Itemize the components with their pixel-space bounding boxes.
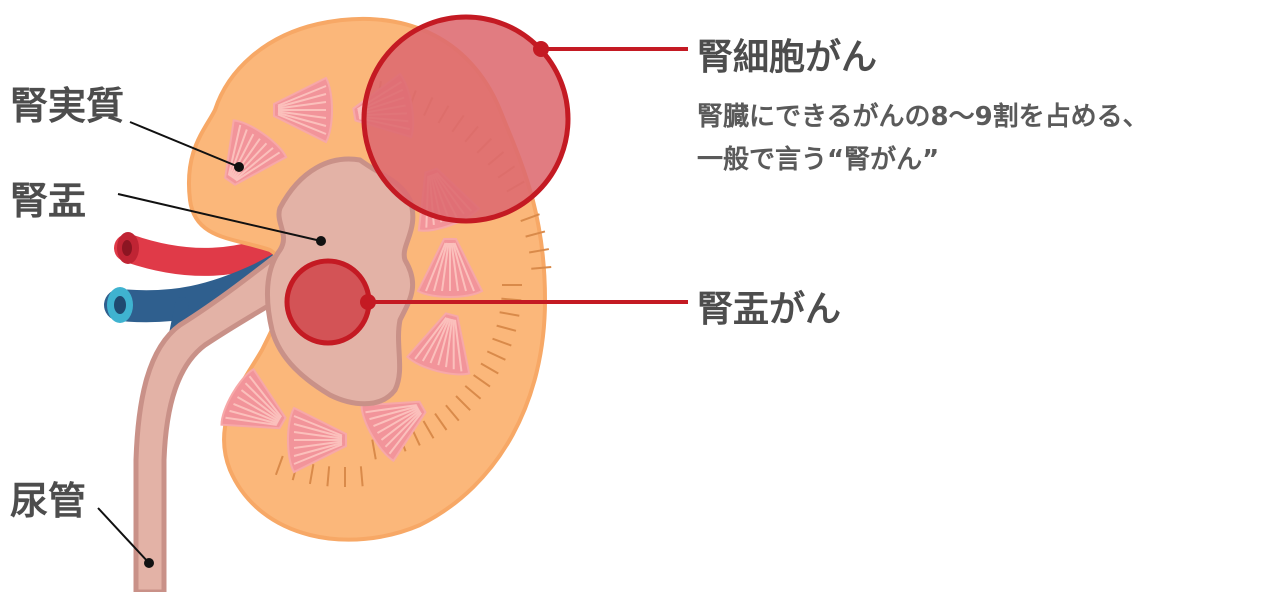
medullary-pyramid	[405, 312, 471, 376]
cortex-line	[492, 337, 512, 347]
pelvis-leader	[117, 193, 322, 242]
label-pelvis: 腎盂	[10, 179, 87, 223]
label-parenchyma: 腎実質	[10, 84, 125, 128]
cortex-line	[525, 230, 546, 238]
pelvis-leader-dot	[316, 236, 326, 246]
medullary-pyramid	[360, 400, 427, 463]
cortex-line	[480, 362, 499, 375]
label-ureter: 尿管	[10, 479, 87, 523]
renal-cell-description-line2: 一般で言う“腎がん”	[697, 145, 940, 175]
cortex-line	[455, 395, 471, 411]
label-renal-pelvis-cancer: 腎盂がん	[697, 289, 842, 330]
renal-cell-carcinoma-tumor	[361, 14, 571, 224]
cortex-line	[445, 404, 460, 422]
renal-cell-leader-dot	[533, 41, 549, 57]
cortex-line	[528, 248, 550, 254]
label-renal-cell-carcinoma: 腎細胞がん	[697, 37, 878, 78]
cortex-line	[308, 464, 315, 485]
ureter-leader	[97, 507, 150, 564]
cortex-line	[499, 311, 520, 317]
medullary-pyramid	[287, 406, 347, 474]
cortex-line	[359, 466, 364, 487]
cortex-line	[486, 350, 506, 361]
cortex-line	[520, 213, 540, 222]
medullary-pyramid	[416, 238, 484, 298]
cortex-line	[531, 265, 552, 270]
cortex-line	[473, 374, 491, 388]
cortex-line	[496, 324, 517, 332]
parenchyma-leader-dot	[234, 162, 244, 172]
medullary-pyramid	[273, 76, 333, 144]
ureter-leader-dot	[144, 558, 154, 568]
renal-pelvis-leader-dot	[360, 294, 376, 310]
cortex-line	[422, 420, 435, 439]
ureter	[133, 242, 333, 592]
parenchyma-leader	[129, 121, 240, 168]
cortex-line	[326, 466, 331, 487]
medullary-pyramid	[220, 367, 287, 430]
cortex-line	[434, 413, 448, 431]
cortex-line	[371, 439, 377, 460]
cortex-line	[274, 455, 284, 476]
renal-cell-description-line1: 腎臓にできるがんの8〜9割を占める、	[697, 102, 1149, 132]
cortex-line	[464, 385, 482, 400]
renal-pelvis-cancer-tumor	[284, 258, 372, 346]
